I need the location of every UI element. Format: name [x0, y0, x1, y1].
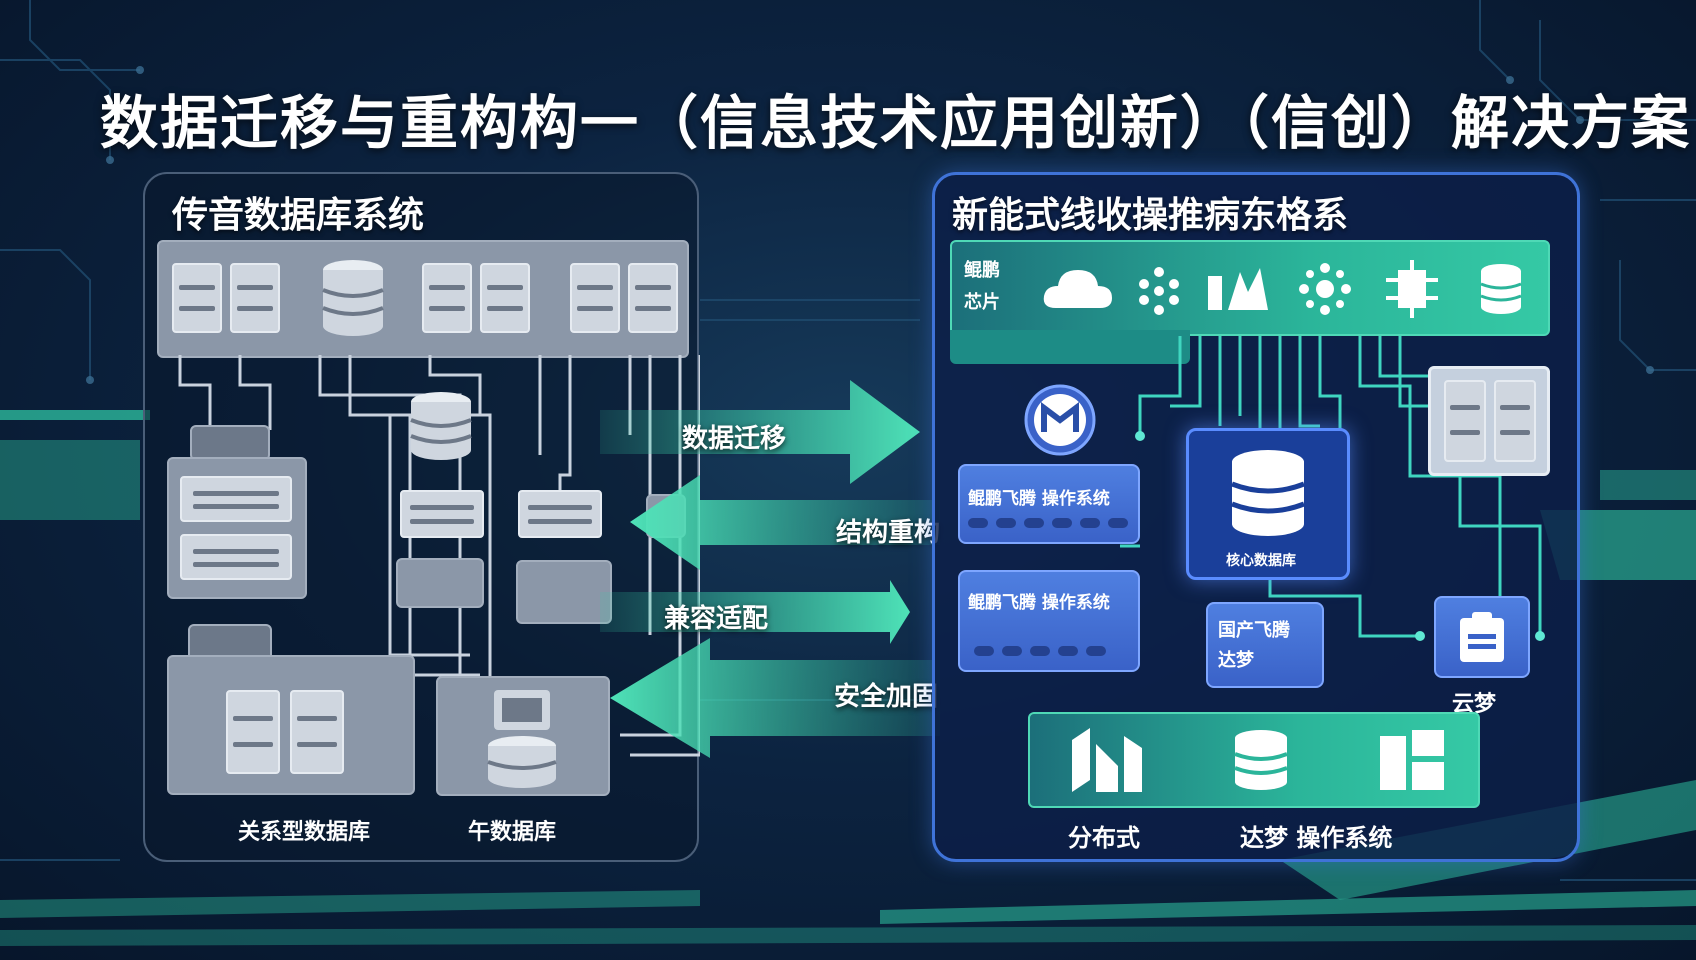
- switch-icon: [190, 425, 270, 461]
- brand-line-2: 芯片: [964, 292, 1000, 313]
- storage-db-unit: [516, 560, 612, 624]
- page-title: 数据迁移与重构构一（信息技术应用创新）（信创）解决方案: [100, 89, 1692, 157]
- chip-platform-base: [950, 330, 1190, 364]
- server-icon: [180, 534, 292, 580]
- database-icon: [410, 392, 472, 460]
- server-icon: [172, 263, 222, 333]
- os-module-icon: [1380, 730, 1444, 790]
- legacy-panel-title: 传音数据库系统: [172, 195, 425, 236]
- chip-logo-icon: [1208, 268, 1268, 310]
- arrow-left: [610, 638, 940, 758]
- storage-unit: [518, 490, 602, 538]
- os-card-1-label: 鲲鹏飞腾 操作系统: [968, 489, 1110, 509]
- core-database-icon: [1231, 450, 1305, 536]
- os-card-1-indicators: [968, 518, 1128, 528]
- chip-badge-icon: [1024, 384, 1096, 456]
- os-label: 达梦 操作系统: [1240, 824, 1393, 852]
- domestic-db-line-1: 国产飞腾: [1218, 620, 1290, 641]
- storage-unit: [400, 490, 484, 538]
- server-icon: [180, 476, 292, 522]
- server-icon: [570, 263, 620, 333]
- core-database-label: 核心数据库: [1226, 553, 1296, 569]
- restructure-label: 结构重构: [836, 518, 941, 548]
- server-icon: [628, 263, 678, 333]
- clipboard-icon: [1460, 612, 1504, 662]
- database-icon: [1480, 264, 1522, 314]
- arrow-right: [600, 380, 920, 484]
- migrate-label: 数据迁移: [682, 424, 787, 454]
- gear-icon: [1299, 263, 1351, 315]
- server-icon: [480, 263, 530, 333]
- network-nodes-icon: [1139, 267, 1179, 315]
- server-icon: [290, 690, 344, 774]
- transfer-arrows: [600, 380, 940, 758]
- os-card-2: [958, 570, 1140, 672]
- distributed-label: 分布式: [1068, 824, 1140, 852]
- database-server-icon: [487, 690, 557, 788]
- arrow-left: [630, 475, 940, 570]
- domestic-db-card: [1206, 602, 1324, 688]
- distributed-logo-icon: [1072, 728, 1142, 792]
- brand-line-1: 鲲鹏: [964, 260, 1000, 281]
- os-card-2-label: 鲲鹏飞腾 操作系统: [968, 593, 1110, 613]
- server-icon: [422, 263, 472, 333]
- os-card-2-indicators: [974, 646, 1106, 656]
- database-icon: [322, 260, 384, 336]
- cloud-icon: [1043, 270, 1112, 308]
- compat-label: 兼容适配: [664, 604, 769, 634]
- circuit-chip-icon: [1386, 260, 1438, 318]
- document-column: [1494, 380, 1536, 462]
- other-db-label: 午数据库: [468, 820, 557, 845]
- storage-db-unit: [396, 558, 484, 608]
- document-column: [1444, 380, 1486, 462]
- relational-db-label: 关系型数据库: [238, 820, 371, 845]
- server-icon: [230, 263, 280, 333]
- domestic-db-line-2: 达梦: [1218, 650, 1254, 671]
- os-card-1: [958, 464, 1140, 544]
- database-icon: [1234, 730, 1288, 790]
- arrow-right: [600, 580, 910, 644]
- xinchuang-panel-title: 新能式线收操推病东格系: [952, 195, 1349, 236]
- server-icon: [226, 690, 280, 774]
- security-label: 安全加固: [834, 682, 939, 712]
